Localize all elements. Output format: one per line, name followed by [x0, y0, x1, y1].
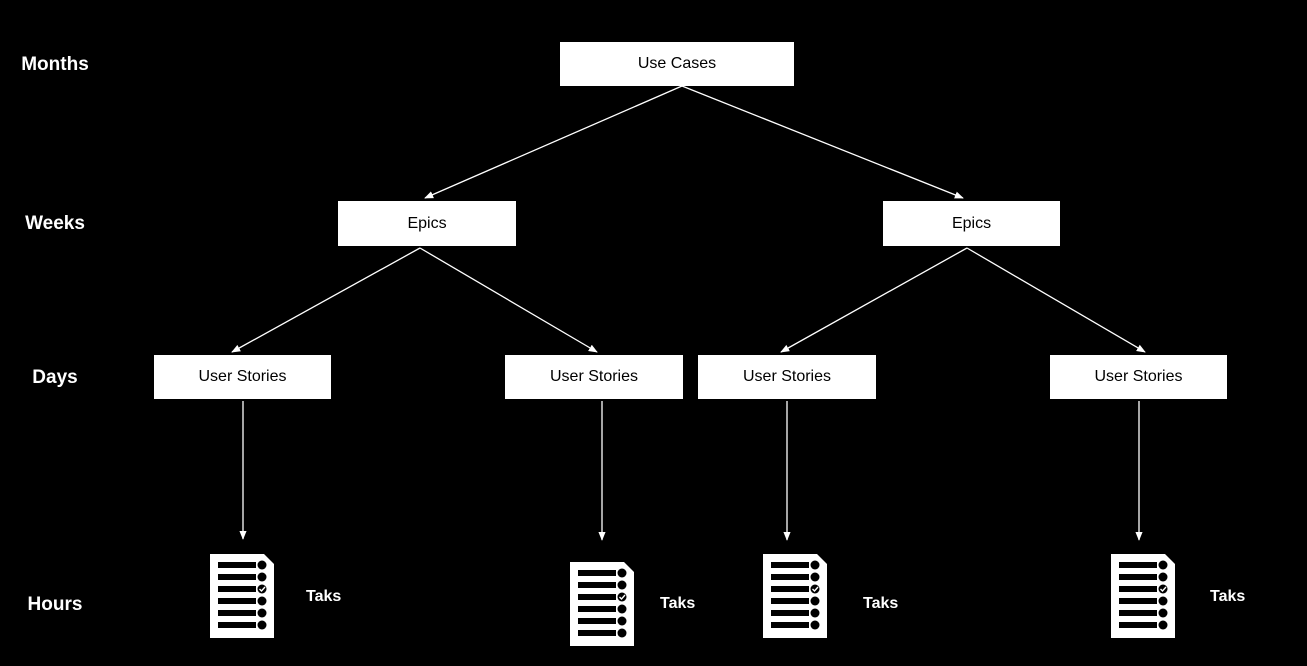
checklist-document-icon — [763, 554, 827, 638]
checklist-document-icon — [210, 554, 274, 638]
checklist-document-icon — [570, 562, 634, 646]
arrow-epic-1-to-story-2 — [419, 247, 598, 353]
epic-node-2: Epics — [883, 201, 1060, 246]
user-story-node-2: User Stories — [505, 355, 683, 399]
task-label-1: Taks — [306, 588, 342, 605]
checklist-document-icon — [1111, 554, 1175, 638]
user-story-node-3: User Stories — [698, 355, 876, 399]
user-story-node-1: User Stories — [154, 355, 331, 399]
arrow-epic-2-to-story-4 — [966, 247, 1146, 353]
use-cases-node: Use Cases — [560, 42, 794, 86]
level-label-hours: Hours — [27, 594, 83, 615]
arrow-usecases-to-epic-2 — [681, 85, 964, 199]
level-label-weeks: Weeks — [25, 213, 85, 234]
task-label-4: Taks — [1210, 588, 1246, 605]
level-label-days: Days — [32, 367, 78, 388]
epic-node-1: Epics — [338, 201, 516, 246]
arrow-epic-1-to-story-1 — [231, 247, 421, 353]
task-label-2: Taks — [660, 595, 696, 612]
arrow-usecases-to-epic-1 — [424, 85, 683, 199]
user-story-node-4: User Stories — [1050, 355, 1227, 399]
level-label-months: Months — [21, 54, 89, 75]
task-label-3: Taks — [863, 595, 899, 612]
arrow-epic-2-to-story-3 — [780, 247, 968, 353]
